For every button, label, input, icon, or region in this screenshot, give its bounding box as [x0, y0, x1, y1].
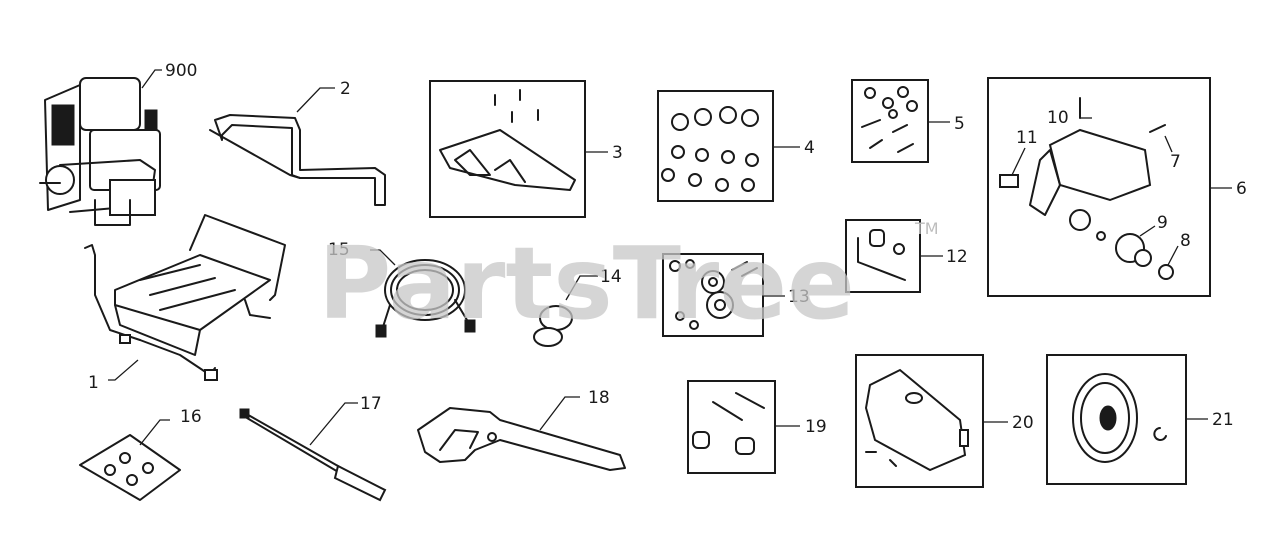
- engine-part-900[interactable]: [39, 77, 161, 226]
- pump-part-6[interactable]: [999, 97, 1174, 280]
- label-9: 9: [1157, 213, 1168, 233]
- watermark-tm: TM: [914, 219, 939, 238]
- mounts-part-4[interactable]: [661, 106, 759, 192]
- label-2: 2: [340, 79, 351, 99]
- part-6-box: [987, 77, 1211, 297]
- label-900: 900: [165, 61, 197, 81]
- label-5: 5: [954, 114, 965, 134]
- label-4: 4: [804, 138, 815, 158]
- label-15: 15: [328, 240, 350, 260]
- wand-part-17[interactable]: [239, 408, 387, 502]
- part-4-box: [657, 90, 774, 202]
- label-3: 3: [612, 143, 623, 163]
- label-19: 19: [805, 417, 827, 437]
- part-20-box: [855, 354, 984, 488]
- watermark: PartsTree: [318, 225, 855, 342]
- frame-part-1[interactable]: [84, 214, 286, 381]
- label-12: 12: [946, 247, 968, 267]
- part-13-box: [662, 253, 764, 337]
- label-13: 13: [788, 287, 810, 307]
- label-17: 17: [360, 394, 382, 414]
- label-6: 6: [1236, 179, 1247, 199]
- cap-part-14[interactable]: [533, 305, 573, 347]
- label-11: 11: [1016, 128, 1038, 148]
- hardware-part-16[interactable]: [79, 434, 181, 501]
- label-21: 21: [1212, 410, 1234, 430]
- part-5-box: [851, 79, 929, 163]
- handle-part-2[interactable]: [209, 114, 386, 206]
- pin-part-12[interactable]: [857, 229, 906, 281]
- part-19-box: [687, 380, 776, 474]
- hose-part-15[interactable]: [375, 259, 476, 338]
- bearings-part-13[interactable]: [669, 259, 758, 330]
- label-14: 14: [600, 267, 622, 287]
- knobs-part-19[interactable]: [692, 392, 765, 455]
- fasteners-part-5[interactable]: [861, 86, 918, 153]
- label-20: 20: [1012, 413, 1034, 433]
- label-1: 1: [88, 373, 99, 393]
- label-8: 8: [1180, 231, 1191, 251]
- label-10: 10: [1047, 108, 1069, 128]
- wheel-part-21[interactable]: [1072, 373, 1167, 463]
- label-18: 18: [588, 388, 610, 408]
- gun-part-18[interactable]: [417, 407, 626, 471]
- tank-part-20[interactable]: [864, 368, 969, 472]
- label-16: 16: [180, 407, 202, 427]
- label-7: 7: [1170, 152, 1181, 172]
- part-3-box: [429, 80, 586, 218]
- guard-part-3[interactable]: [439, 89, 576, 191]
